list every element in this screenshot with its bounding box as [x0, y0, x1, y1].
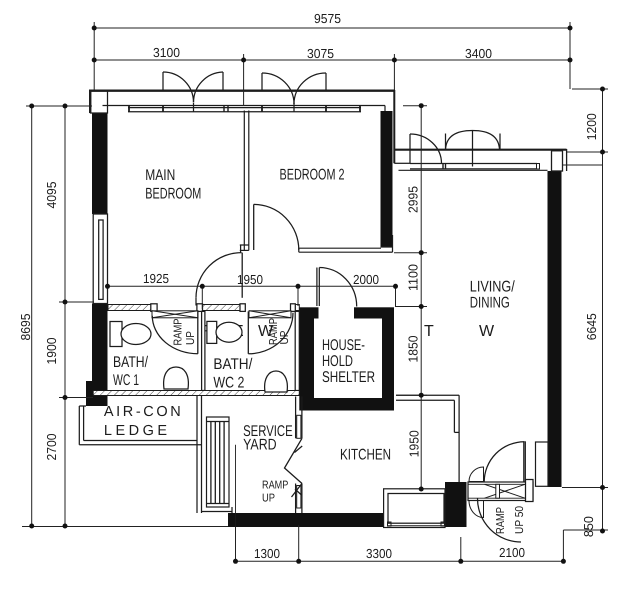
svg-text:BEDROOM 2: BEDROOM 2: [280, 166, 345, 183]
svg-text:3100: 3100: [153, 45, 180, 60]
svg-text:850: 850: [581, 516, 596, 537]
svg-text:2100: 2100: [499, 545, 525, 560]
svg-text:RAMP: RAMP: [262, 480, 289, 492]
svg-text:1300: 1300: [254, 546, 280, 561]
svg-text:1850: 1850: [406, 336, 421, 363]
svg-text:SERVICE: SERVICE: [243, 423, 293, 440]
svg-text:RAMP: RAMP: [173, 318, 185, 345]
svg-text:BEDROOM: BEDROOM: [145, 186, 201, 203]
svg-text:HOUSE-: HOUSE-: [322, 337, 365, 354]
svg-text:9575: 9575: [314, 11, 341, 26]
svg-text:SHELTER: SHELTER: [322, 369, 375, 386]
svg-text:BATH/: BATH/: [213, 356, 253, 373]
svg-text:3400: 3400: [465, 46, 492, 61]
svg-text:KITCHEN: KITCHEN: [340, 447, 391, 464]
svg-text:YARD: YARD: [243, 437, 277, 454]
svg-text:W: W: [479, 323, 495, 340]
svg-text:RAMP: RAMP: [268, 318, 280, 345]
svg-text:UP: UP: [185, 331, 197, 345]
svg-text:HOLD: HOLD: [322, 353, 353, 370]
svg-text:1925: 1925: [143, 271, 169, 286]
svg-text:1200: 1200: [584, 113, 599, 140]
svg-text:1950: 1950: [406, 430, 421, 457]
svg-text:DINING: DINING: [470, 295, 510, 312]
svg-text:1100: 1100: [406, 264, 421, 291]
svg-text:LEDGE: LEDGE: [104, 423, 171, 439]
svg-text:LIVING/: LIVING/: [470, 279, 516, 296]
svg-text:AIR-CON: AIR-CON: [104, 404, 183, 420]
svg-text:2700: 2700: [44, 434, 59, 461]
svg-text:RAMP: RAMP: [495, 507, 507, 534]
svg-text:1900: 1900: [44, 338, 59, 365]
svg-text:WC 1: WC 1: [113, 372, 139, 389]
svg-text:UP 50: UP 50: [514, 506, 526, 534]
svg-text:2995: 2995: [406, 186, 421, 213]
svg-text:4095: 4095: [44, 182, 59, 209]
svg-text:W: W: [258, 323, 274, 340]
svg-text:T: T: [424, 323, 434, 340]
svg-text:6645: 6645: [584, 313, 599, 340]
svg-text:MAIN: MAIN: [145, 167, 175, 184]
svg-text:UP: UP: [279, 330, 291, 344]
svg-text:WC 2: WC 2: [213, 374, 244, 391]
svg-text:2000: 2000: [353, 272, 379, 287]
svg-text:8695: 8695: [18, 314, 33, 341]
svg-text:1950: 1950: [237, 272, 263, 287]
svg-text:3075: 3075: [307, 46, 334, 61]
svg-text:3300: 3300: [366, 546, 392, 561]
svg-text:BATH/: BATH/: [113, 354, 149, 371]
svg-text:UP: UP: [262, 493, 275, 505]
